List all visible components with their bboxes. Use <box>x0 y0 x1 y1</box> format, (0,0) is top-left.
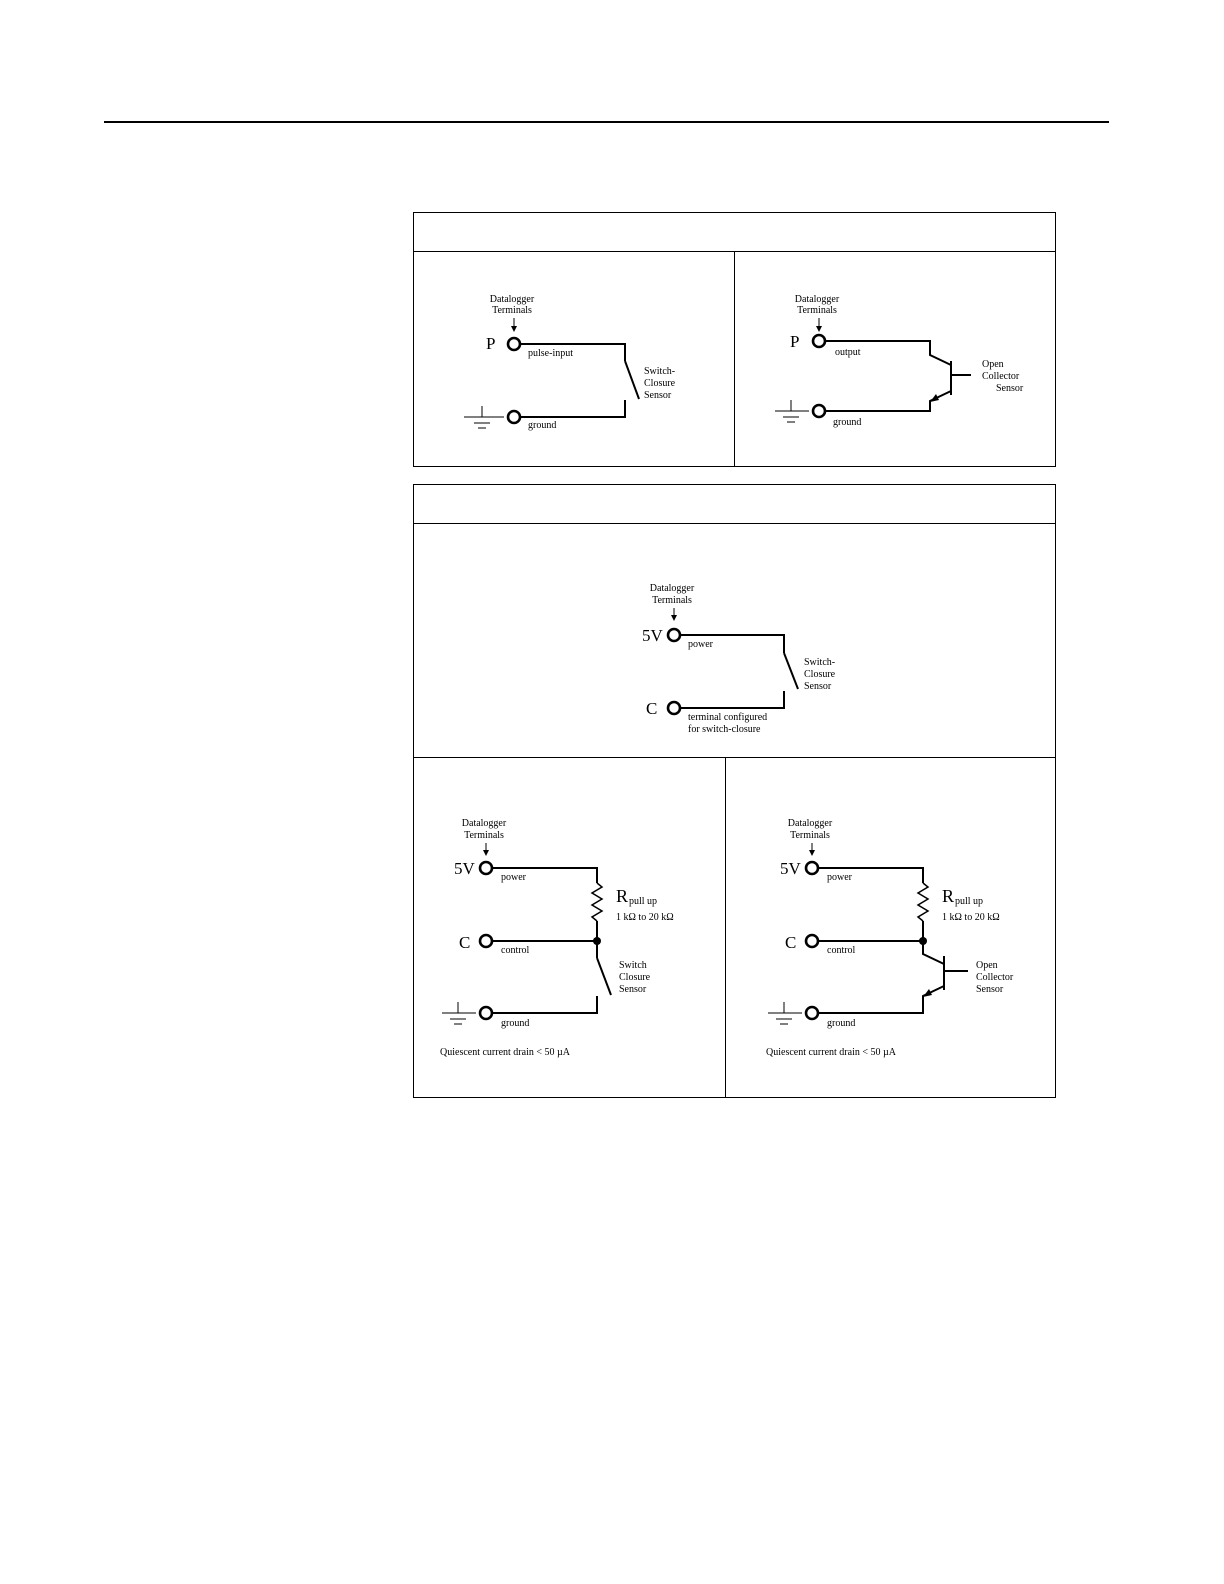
ground-icon <box>768 1002 802 1025</box>
power-label: power <box>827 872 853 883</box>
quiescent-current-note: Quiescent current drain < 50 µA <box>766 1047 897 1058</box>
control-label-line2: for switch-closure <box>688 724 761 735</box>
ground-terminal <box>811 403 827 419</box>
control-label: control <box>501 945 530 956</box>
arrow-down-icon <box>671 615 677 621</box>
sensor-label-line1: Switch- <box>804 657 835 668</box>
ground-label: ground <box>528 420 556 431</box>
arrow-down-icon <box>483 850 489 856</box>
sensor-label-line2: Closure <box>804 669 836 680</box>
sensor-label-line2: Closure <box>644 378 676 389</box>
sensor-label-line3: Sensor <box>976 984 1004 995</box>
terminal-5v-label: 5V <box>454 859 476 878</box>
terminals-heading-line2: Terminals <box>790 830 830 841</box>
panel-divider <box>725 757 726 1098</box>
sensor-label-line1: Switch <box>619 960 647 971</box>
pulse-input-figure: Datalogger Terminals P pulse-input Switc… <box>413 212 1056 467</box>
sensor-label-line3: Sensor <box>804 681 832 692</box>
switch-contact <box>596 957 612 996</box>
ground-terminal <box>804 1005 820 1021</box>
sensor-label-line1: Open <box>982 359 1004 370</box>
resistor-symbol: R <box>942 886 954 906</box>
control-label-line1: terminal configured <box>688 712 767 723</box>
resistor-subscript: pull up <box>629 896 657 907</box>
ground-label: ground <box>501 1018 529 1029</box>
terminals-heading-line2: Terminals <box>652 595 692 606</box>
power-terminal <box>666 627 682 643</box>
switch-contact <box>783 652 799 690</box>
pulse-input-terminal <box>506 336 522 352</box>
ground-terminal <box>478 1005 494 1021</box>
terminals-heading-line1: Datalogger <box>788 818 833 829</box>
sensor-label-line2: Collector <box>982 371 1020 382</box>
resistor-icon <box>590 882 604 922</box>
switch-contact <box>624 360 640 400</box>
figure-caption-bar <box>414 485 1055 524</box>
terminals-heading-line2: Terminals <box>492 305 532 316</box>
sensor-label-line3: Sensor <box>644 390 672 401</box>
emitter-arrow-icon <box>923 989 932 997</box>
control-label: control <box>827 945 856 956</box>
terminal-5v-label: 5V <box>780 859 802 878</box>
ground-icon <box>775 400 809 423</box>
terminal-c-label: C <box>785 933 796 952</box>
panel-divider <box>734 251 735 467</box>
header-rule <box>104 121 1109 123</box>
sensor-label-line2: Collector <box>976 972 1014 983</box>
arrow-down-icon <box>511 326 517 332</box>
sensor-label-line3: Sensor <box>619 984 647 995</box>
terminals-heading-line1: Datalogger <box>490 294 535 305</box>
power-label: power <box>501 872 527 883</box>
ground-icon <box>442 1002 476 1025</box>
pulse-open-collector-diagram: Datalogger Terminals P output Open Colle… <box>775 294 1024 428</box>
resistor-subscript: pull up <box>955 896 983 907</box>
sensor-label-line1: Open <box>976 960 998 971</box>
output-terminal <box>811 333 827 349</box>
output-label: output <box>835 347 861 358</box>
resistor-symbol: R <box>616 886 628 906</box>
control-terminal <box>478 933 494 949</box>
terminals-heading-line1: Datalogger <box>795 294 840 305</box>
pulse-input-label: pulse-input <box>528 348 573 359</box>
terminal-c-label: C <box>646 699 657 718</box>
pullup-switch-closure-diagram: Datalogger Terminals 5V power R pull up … <box>440 818 674 1058</box>
power-terminal <box>478 860 494 876</box>
control-terminal <box>804 933 820 949</box>
ground-icon <box>464 406 504 429</box>
sensor-label-line3: Sensor <box>996 383 1024 394</box>
power-label: power <box>688 639 714 650</box>
terminals-heading-line2: Terminals <box>464 830 504 841</box>
resistor-range: 1 kΩ to 20 kΩ <box>942 912 1000 923</box>
ground-label: ground <box>833 417 861 428</box>
power-terminal <box>804 860 820 876</box>
terminals-heading-line1: Datalogger <box>650 583 695 594</box>
terminals-heading-line2: Terminals <box>797 305 837 316</box>
terminal-p-label: P <box>790 332 799 351</box>
panel-divider <box>414 757 1055 758</box>
sensor-label-line2: Closure <box>619 972 651 983</box>
terminals-heading-line1: Datalogger <box>462 818 507 829</box>
control-switch-closure-diagram: Datalogger Terminals 5V power Switch- Cl… <box>642 583 836 735</box>
control-terminal <box>666 700 682 716</box>
ground-terminal <box>506 409 522 425</box>
sensor-label-line1: Switch- <box>644 366 675 377</box>
terminal-c-label: C <box>459 933 470 952</box>
ground-label: ground <box>827 1018 855 1029</box>
pulse-switch-closure-diagram: Datalogger Terminals P pulse-input Switc… <box>464 294 676 431</box>
terminal-p-label: P <box>486 334 495 353</box>
arrow-down-icon <box>816 326 822 332</box>
arrow-down-icon <box>809 850 815 856</box>
resistor-range: 1 kΩ to 20 kΩ <box>616 912 674 923</box>
quiescent-current-note: Quiescent current drain < 50 µA <box>440 1047 571 1058</box>
control-input-figure: Datalogger Terminals 5V power Switch- Cl… <box>413 484 1056 1098</box>
pullup-open-collector-diagram: Datalogger Terminals 5V power R pull up … <box>766 818 1014 1058</box>
resistor-icon <box>916 882 930 922</box>
emitter-arrow-icon <box>930 394 939 402</box>
terminal-5v-label: 5V <box>642 626 664 645</box>
